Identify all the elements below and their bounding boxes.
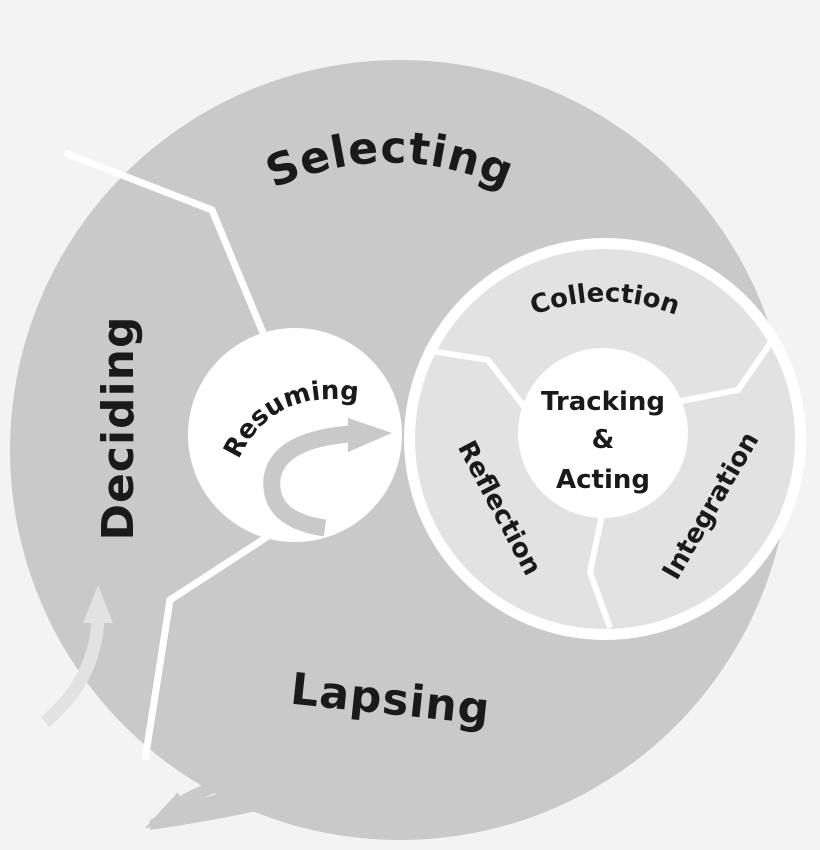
- divider-selecting-deciding: [63, 149, 270, 342]
- center-hub: [518, 348, 688, 518]
- divider-collection-reflection: [424, 347, 528, 410]
- divider-collection-integration: [675, 333, 779, 405]
- center-label-line2: &: [592, 425, 615, 455]
- resuming-circle: [188, 328, 402, 542]
- entry-arrow-icon: [40, 619, 105, 727]
- divider-reflection-integration: [586, 509, 613, 630]
- label-deciding: Deciding: [93, 316, 144, 541]
- divider-deciding-lapsing: [141, 532, 272, 761]
- resuming-arrow-head-icon: [348, 418, 392, 452]
- entry-arrow-head-icon: [83, 585, 113, 623]
- exit-arrow-head-icon: [145, 792, 190, 828]
- center-label-line3: Acting: [556, 465, 650, 495]
- resuming-arrow-icon: [263, 425, 351, 537]
- center-label-line1: Tracking: [541, 387, 665, 417]
